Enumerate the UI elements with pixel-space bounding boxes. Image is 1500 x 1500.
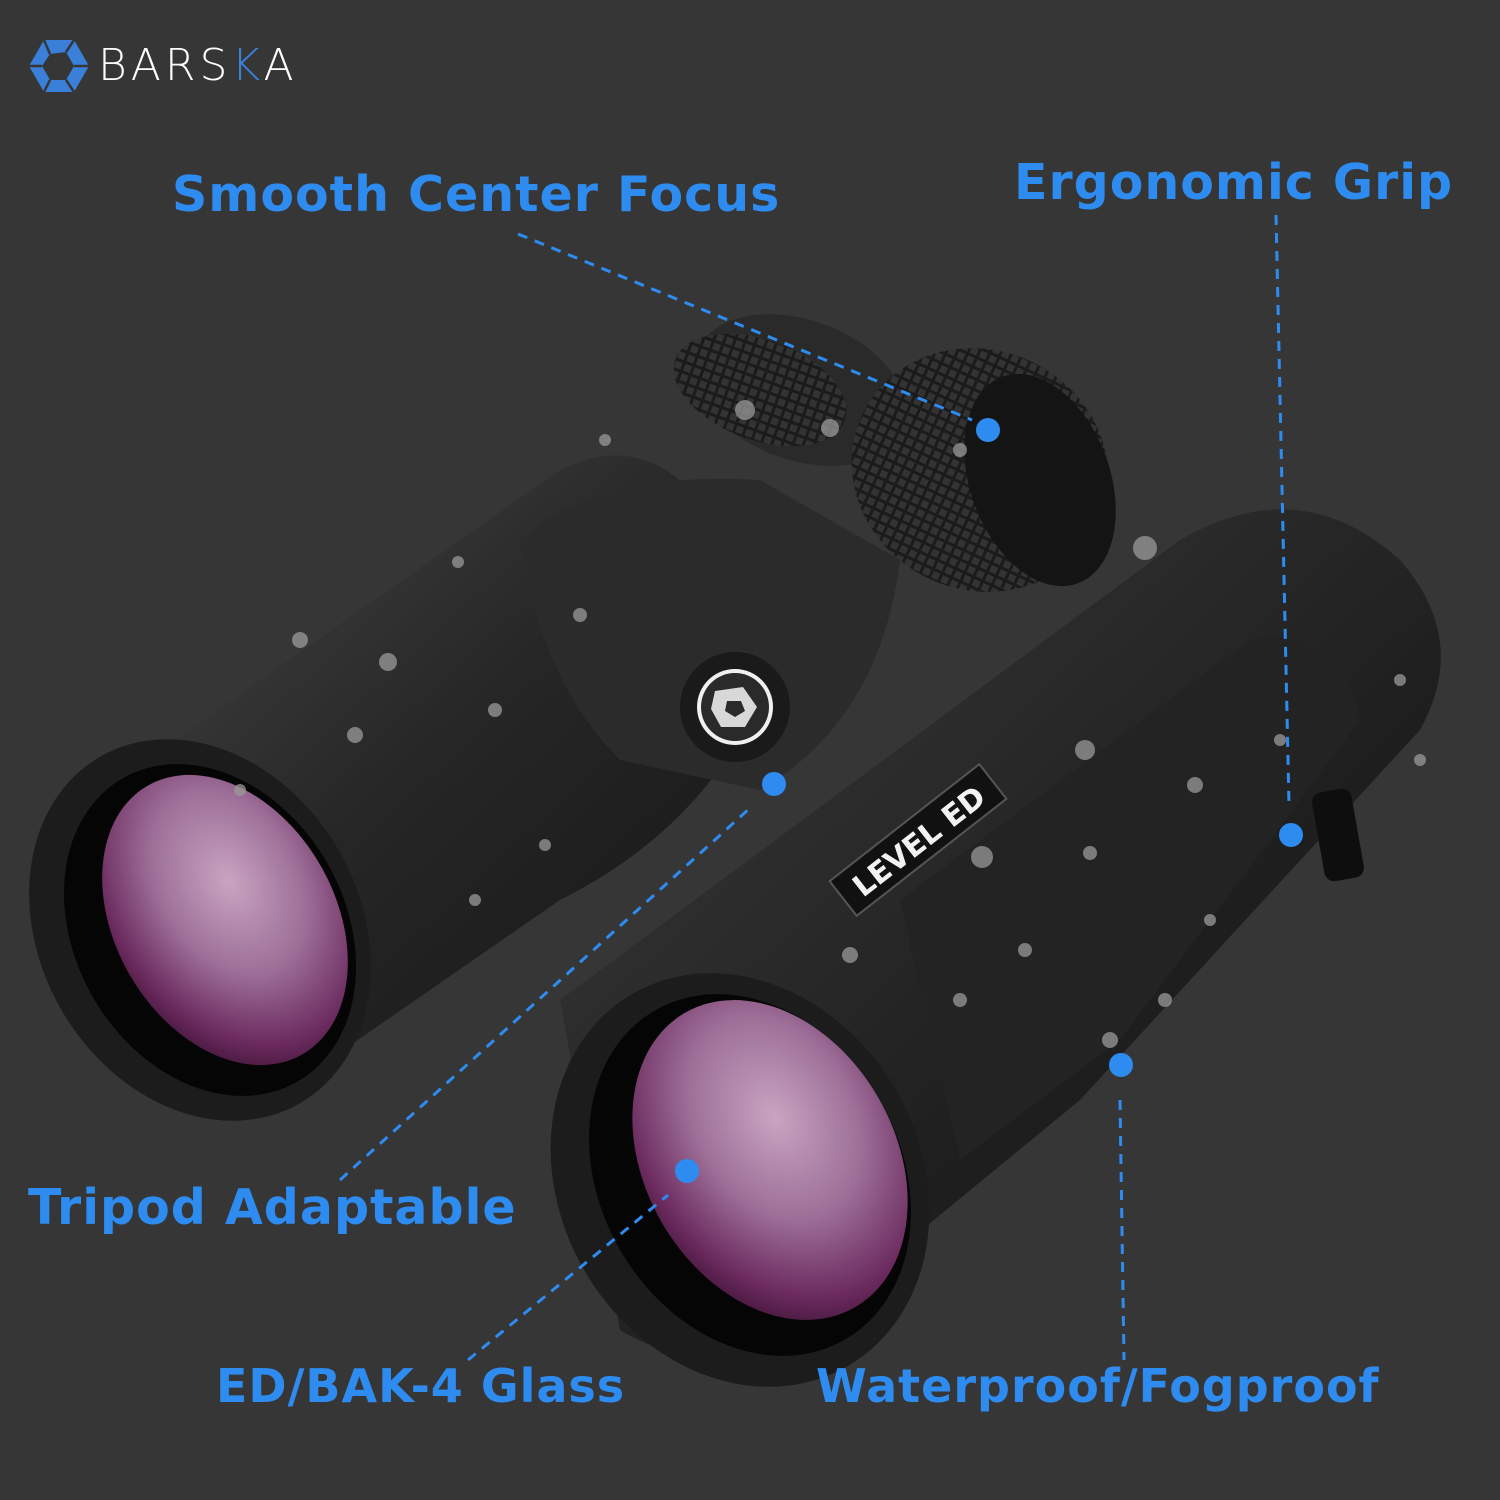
feature-label-waterproof-fogproof: Waterproof/Fogproof	[816, 1359, 1380, 1413]
feature-label-tripod-adaptable: Tripod Adaptable	[28, 1179, 517, 1236]
feature-label-smooth-center-focus: Smooth Center Focus	[172, 166, 781, 223]
tripod-callout-line	[338, 806, 752, 1182]
hinge-emblem	[680, 652, 790, 762]
focus-dot	[976, 418, 1000, 442]
waterproof-dot	[1109, 1053, 1133, 1077]
glass-dot	[675, 1159, 699, 1183]
aperture-hexagon-icon	[29, 39, 89, 93]
brand-name-prefix: BARS	[98, 40, 232, 91]
brand-name-accent: K	[231, 40, 264, 91]
focus-callout-line	[517, 232, 973, 422]
brand-logo: BARSKA	[28, 38, 298, 94]
callout-lines	[338, 214, 1291, 1362]
grip-dot	[1279, 823, 1303, 847]
water-droplets	[234, 400, 1426, 1048]
right-barrel	[550, 509, 1441, 1387]
feature-label-ergonomic-grip: Ergonomic Grip	[1014, 154, 1454, 211]
brand-name-suffix: A	[263, 40, 298, 91]
tripod-dot	[762, 772, 786, 796]
waterproof-callout-line	[1118, 1099, 1126, 1361]
callout-dots	[675, 418, 1303, 1183]
feature-label-ed-bak4-glass: ED/BAK-4 Glass	[216, 1359, 626, 1413]
grip-callout-line	[1274, 214, 1291, 806]
glass-callout-line	[467, 1193, 669, 1362]
brand-wordmark: BARSKA	[98, 44, 298, 88]
